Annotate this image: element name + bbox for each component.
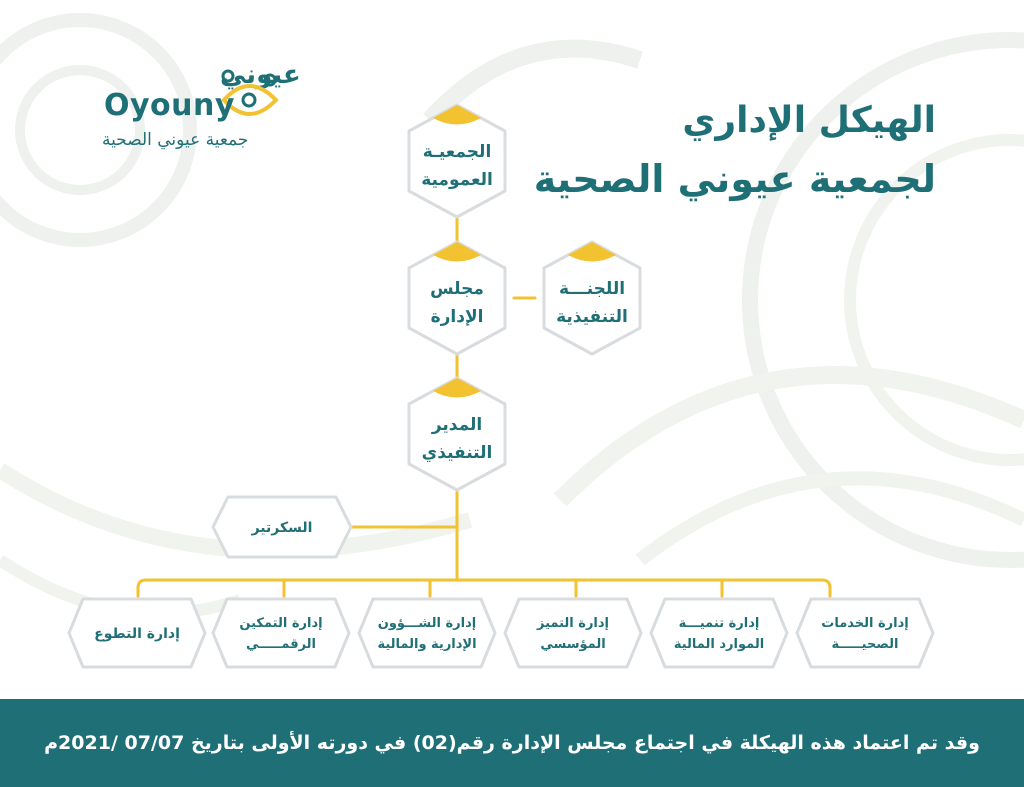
node-line-2: الصحيـــــة xyxy=(831,637,899,652)
node-department: إدارة تنميـــة الموارد المالية xyxy=(648,596,790,670)
node-label: السكرتير xyxy=(251,519,313,536)
node-line-2: التنفيذية xyxy=(556,307,628,327)
node-department: إدارة الشـــؤون الإدارية والمالية xyxy=(356,596,498,670)
node-secretary: السكرتير xyxy=(210,494,354,560)
node-line-1: مجلس xyxy=(430,279,484,299)
title-line-2: لجمعية عيوني الصحية xyxy=(533,157,936,201)
node-line-1: إدارة التطوع xyxy=(94,625,180,642)
node-board-of-directors: مجلس الإدارة xyxy=(401,238,513,358)
approval-footer-banner: وقد تم اعتماد هذه الهيكلة في اجتماع مجلس… xyxy=(0,699,1024,787)
node-line-2: الرقمـــــي xyxy=(245,637,317,652)
node-line-1: إدارة الخدمات xyxy=(821,616,909,631)
title-line-1: الهيكل الإداري xyxy=(682,100,936,141)
node-line-1: إدارة تنميـــة xyxy=(678,616,760,631)
node-department: إدارة التطوع xyxy=(66,596,208,670)
node-line-2: الإدارة xyxy=(430,307,484,327)
node-line-1: إدارة التميز xyxy=(536,616,610,631)
node-general-assembly: الجمعيـة العمومية xyxy=(401,101,513,221)
page-title: الهيكل الإداري لجمعية عيوني الصحية xyxy=(516,92,936,208)
node-line-2: العمومية xyxy=(421,170,493,190)
node-line-2: الإدارية والمالية xyxy=(377,637,477,652)
node-line-1: اللجنـــة xyxy=(558,279,626,299)
node-department: إدارة التميز المؤسسي xyxy=(502,596,644,670)
node-line-2: المؤسسي xyxy=(540,637,606,652)
node-line-1: إدارة التمكين xyxy=(239,616,323,631)
node-department: إدارة التمكين الرقمـــــي xyxy=(210,596,352,670)
approval-note: وقد تم اعتماد هذه الهيكلة في اجتماع مجلس… xyxy=(44,732,980,754)
logo-name-english: Oyouny xyxy=(104,88,235,123)
node-line-1: المدير xyxy=(431,415,483,435)
node-line-2: التنفيذي xyxy=(421,443,493,463)
organization-logo: عيوني Oyouny جمعية عيوني الصحية xyxy=(96,60,301,160)
eye-people-icon xyxy=(221,69,279,116)
node-line-1: الجمعيـة xyxy=(422,142,492,162)
node-executive-director: المدير التنفيذي xyxy=(401,374,513,494)
node-department: إدارة الخدمات الصحيـــــة xyxy=(794,596,936,670)
node-line-1: إدارة الشـــؤون xyxy=(377,616,477,631)
node-executive-committee: اللجنـــة التنفيذية xyxy=(536,238,648,358)
logo-subtitle: جمعية عيوني الصحية xyxy=(102,130,249,150)
node-line-2: الموارد المالية xyxy=(673,637,765,652)
